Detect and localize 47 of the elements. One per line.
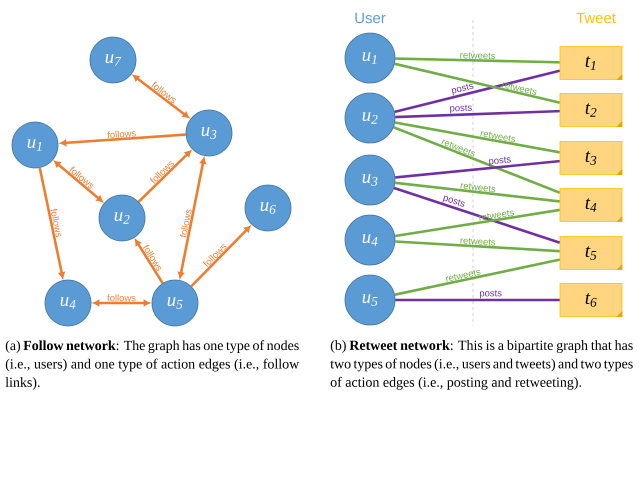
arrow	[190, 226, 251, 288]
edge-label: retweets	[446, 270, 481, 282]
connector-line	[394, 70, 560, 114]
connector-line	[394, 62, 560, 104]
arrow	[38, 168, 65, 278]
edge-label: follows	[107, 294, 136, 302]
arrow	[93, 300, 150, 306]
edge-label: retweets	[460, 238, 496, 246]
caption: (b) Retweet network: This is a bipartite graph that has two types of nodes (i.e., users and tweets) and two types of action edges (i.e., posting and retweeting).	[330, 340, 633, 390]
connector-line	[394, 186, 560, 244]
edge-label: posts	[480, 290, 502, 298]
connector-line	[395, 57, 560, 64]
tweet-note: t$_{3}$	[560, 141, 622, 175]
connector-line	[395, 110, 560, 118]
connector-line	[395, 160, 560, 179]
tweet-note: t$_{2}$	[560, 93, 622, 127]
connector-line	[394, 258, 560, 296]
edge-label: follows	[180, 209, 192, 238]
connector-line	[395, 182, 560, 203]
connector-line	[393, 126, 560, 194]
tweet-note: t$_{1}$	[560, 46, 622, 80]
edge-label: follows	[50, 208, 61, 238]
column-heading: Tweet	[576, 12, 616, 24]
connector-line	[394, 121, 560, 154]
arrow	[132, 74, 190, 118]
arrow	[138, 150, 192, 203]
tweet-note: t$_{4}$	[560, 188, 622, 222]
connector-line	[394, 208, 560, 238]
edge-label: posts	[450, 104, 472, 114]
edge-label: posts	[451, 84, 474, 96]
edge-label: retweets	[460, 52, 496, 60]
caption: (a) Follow network: The graph has one type of nodes (i.e., users) and one type of action edges (i.e., follow links).	[6, 340, 300, 390]
edge-label: retweets	[480, 131, 516, 142]
edge-label: retweets	[460, 183, 496, 192]
connector-line	[395, 298, 560, 302]
arrow	[134, 239, 164, 284]
edge-label: posts	[442, 196, 465, 207]
edge-label: posts	[488, 156, 511, 166]
edge-label: follows	[107, 130, 136, 138]
connector-line	[395, 240, 560, 252]
arrow	[178, 158, 206, 278]
arrow	[54, 160, 103, 202]
tweet-note: t$_{6}$	[560, 283, 622, 317]
tweet-note: t$_{5}$	[560, 236, 622, 270]
arrow	[60, 133, 186, 146]
edge-label: retweets	[502, 82, 537, 95]
edge-label: retweets	[478, 210, 514, 221]
